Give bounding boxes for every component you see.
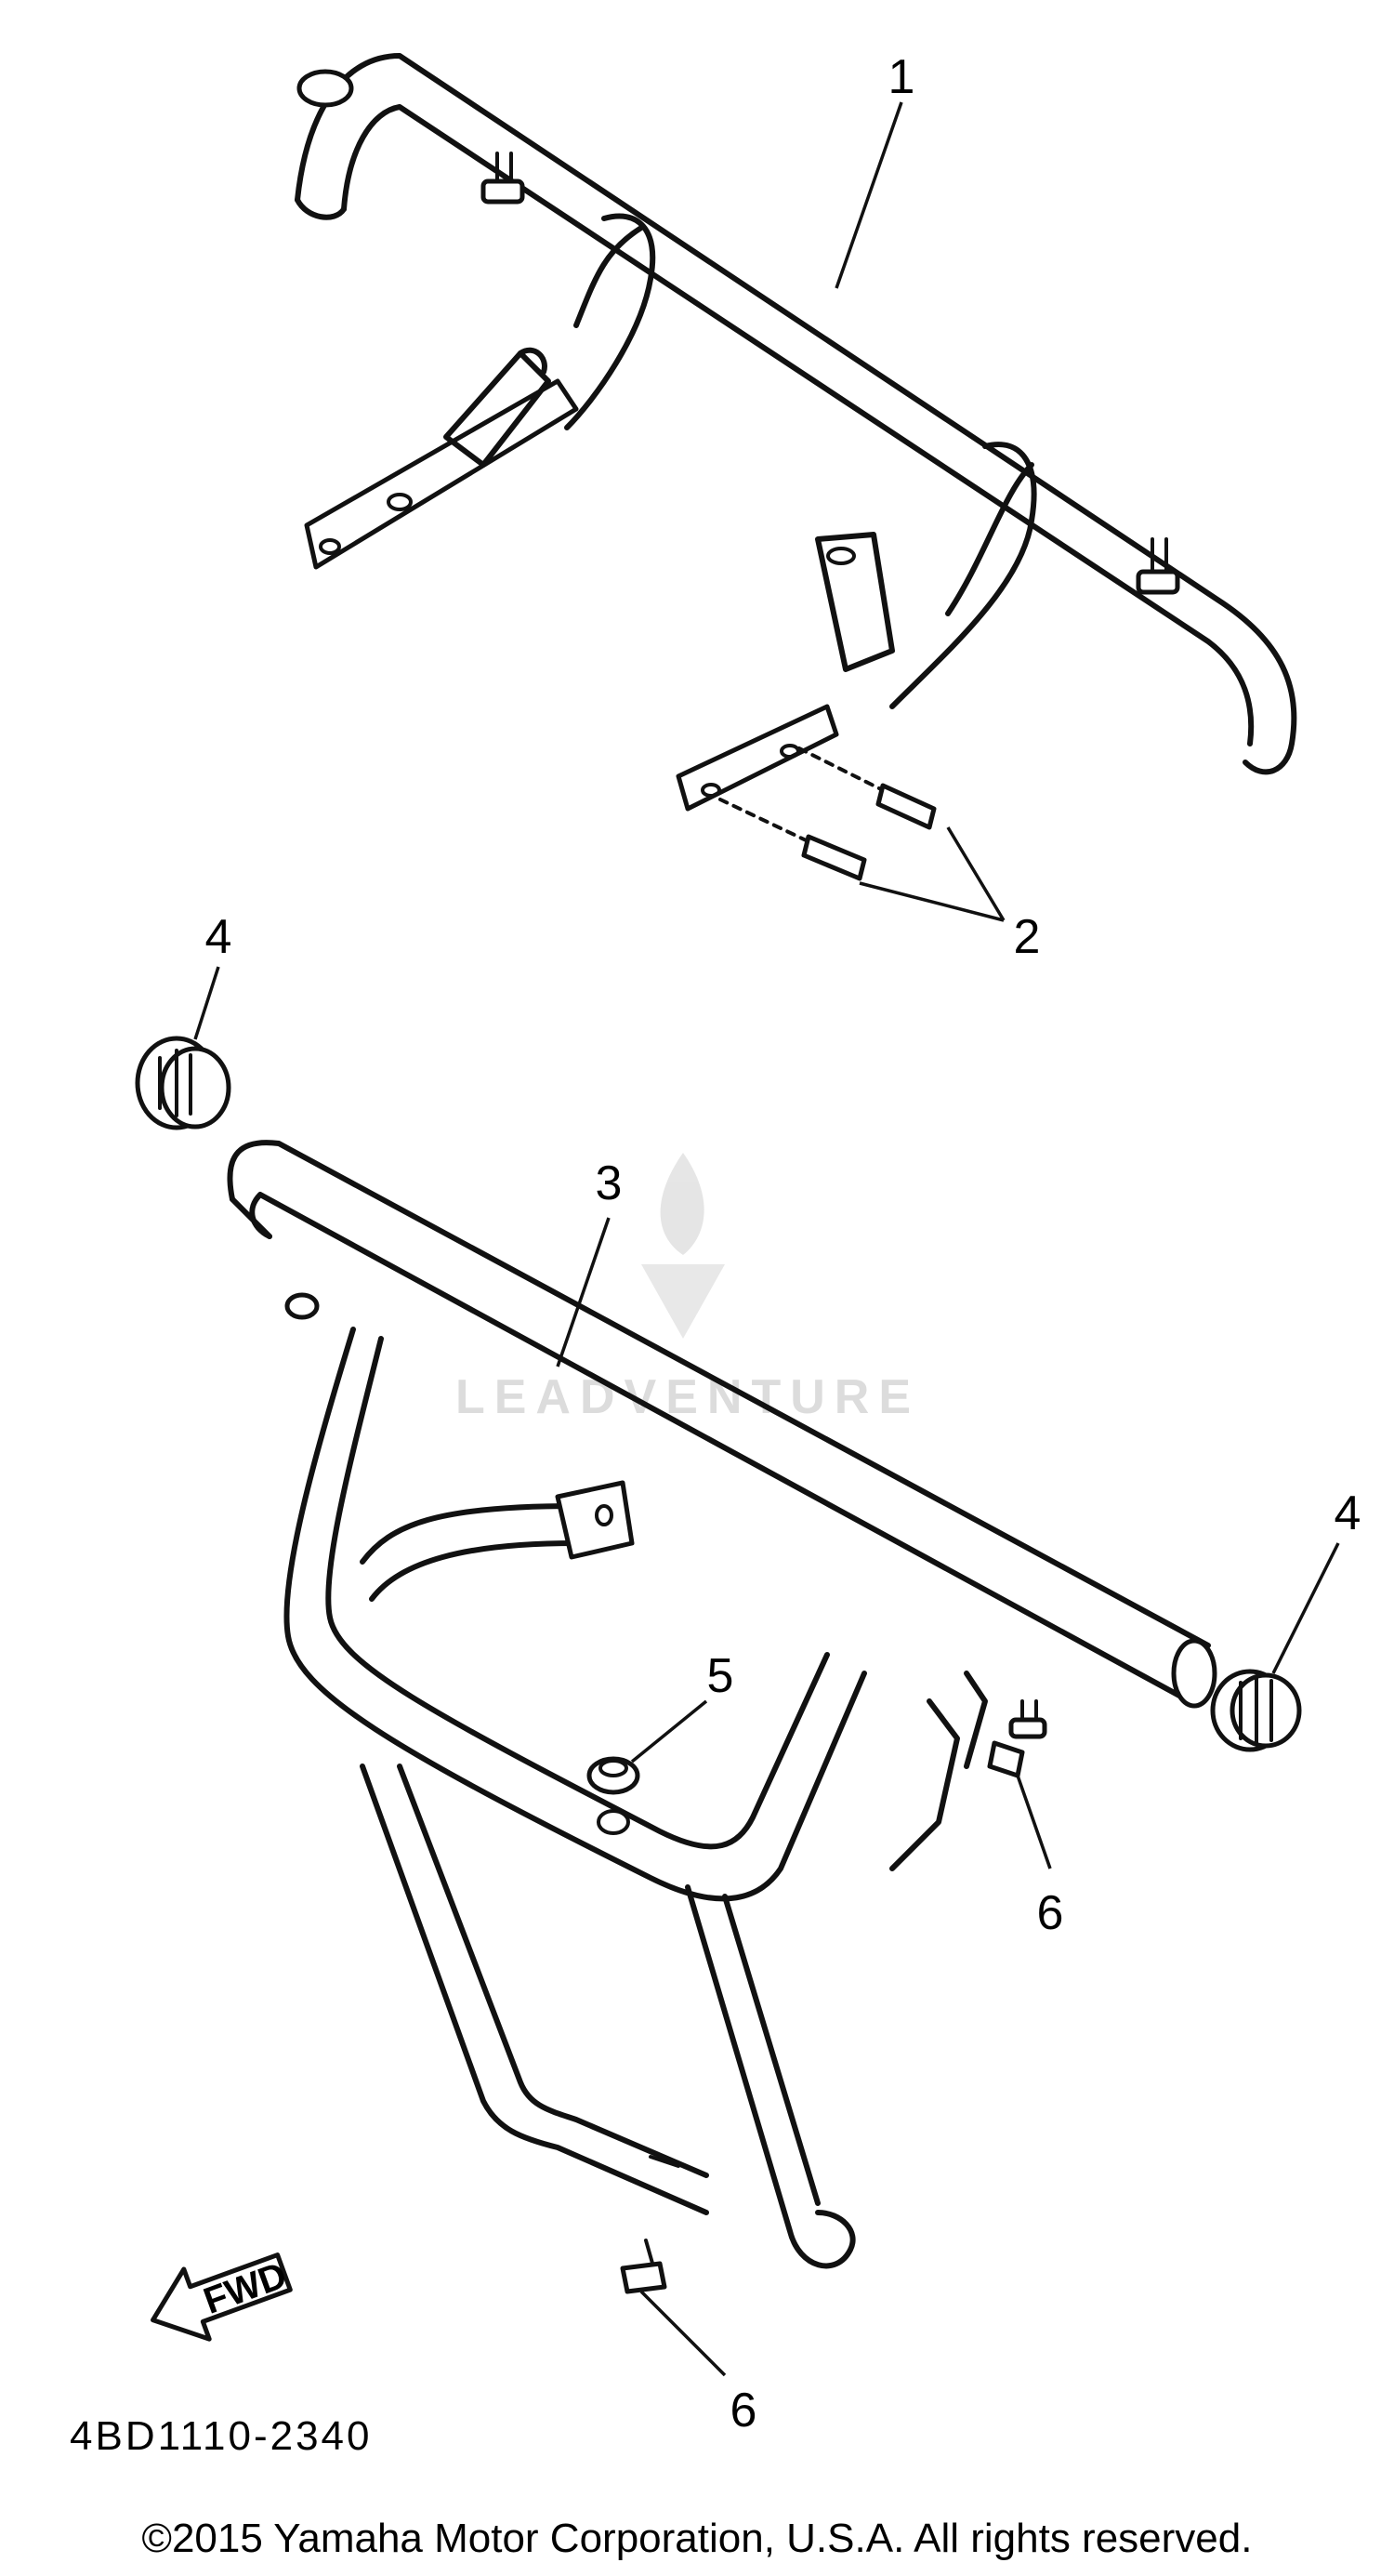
watermark-logo: LEADVENTURE xyxy=(455,1153,920,1424)
tube-end-icon xyxy=(1171,1638,1217,1709)
right-bracket-plate xyxy=(676,704,839,812)
part-5-grommet xyxy=(586,1699,708,1795)
callout-4-left: 4 xyxy=(205,910,232,964)
diagram-part-number: 4BD1110-2340 xyxy=(70,2413,372,2459)
callout-2: 2 xyxy=(1014,910,1041,964)
part-3-lower-guard xyxy=(227,1140,1217,2269)
callout-6-upper: 6 xyxy=(1037,1886,1064,1940)
callout-5: 5 xyxy=(707,1649,734,1703)
part-6-bolt-lower xyxy=(620,2239,727,2377)
fwd-arrow-icon: FWD xyxy=(151,2252,293,2342)
bolt-icon xyxy=(875,783,937,830)
stud-icon xyxy=(480,178,525,205)
copyright-notice: ©2015 Yamaha Motor Corporation, U.S.A. A… xyxy=(142,2516,1253,2561)
nut-icon xyxy=(284,1292,320,1320)
callout-6-lower: 6 xyxy=(730,2384,757,2437)
bolt-icon xyxy=(987,1740,1025,1778)
bolt-icon xyxy=(801,834,867,881)
callout-4-right: 4 xyxy=(1335,1486,1361,1540)
callout-1: 1 xyxy=(888,50,915,104)
part-1-upper-guard xyxy=(295,53,1297,812)
mount-tab-icon xyxy=(296,69,354,108)
callout-3: 3 xyxy=(596,1156,623,1210)
part-2-bolts xyxy=(718,746,1006,922)
bolt-icon xyxy=(620,2261,667,2294)
left-bracket-plate xyxy=(304,378,579,570)
part-4-end-cap-left xyxy=(135,1036,231,1130)
stud-icon xyxy=(1136,569,1180,595)
watermark-text: LEADVENTURE xyxy=(455,1370,920,1424)
part-4-end-cap-right xyxy=(1210,1669,1302,1752)
part-6-bolt-upper xyxy=(987,1740,1052,1869)
stud-icon xyxy=(1008,1717,1047,1739)
brace-plate xyxy=(555,1480,635,1560)
